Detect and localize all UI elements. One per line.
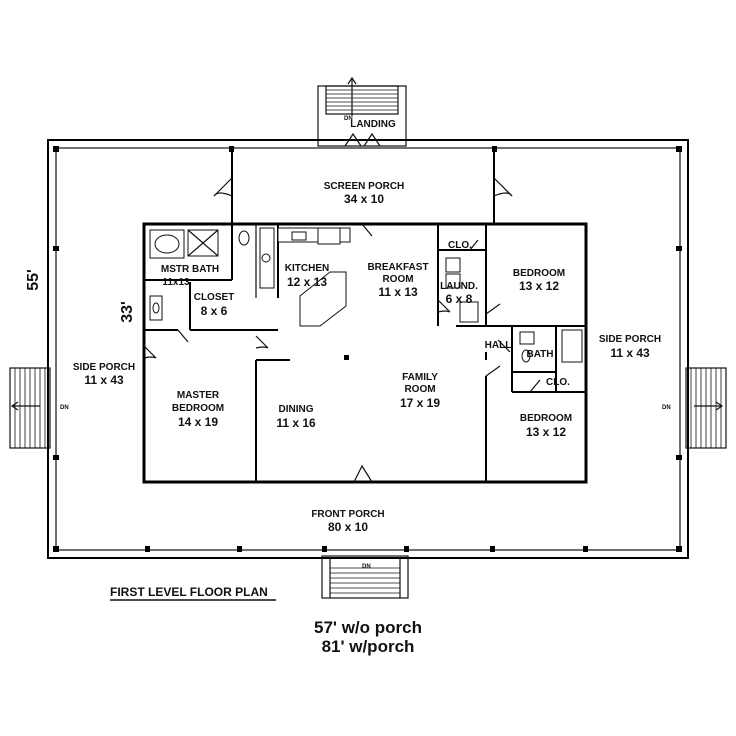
side-porch-left-label: SIDE PORCH [73,362,135,373]
clo-top-label: CLO. [448,240,472,251]
front-porch-size: 80 x 10 [328,520,368,534]
laundry-size: 6 x 8 [446,292,473,306]
breakfast-label-1: BREAKFAST [367,262,428,273]
house-walls [142,222,588,484]
room-labels: DN LANDING SCREEN PORCH 34 x 10 MSTR BAT… [60,116,671,570]
master-bedroom-label-2: BEDROOM [172,403,224,414]
family-room-size: 17 x 19 [400,396,440,410]
overall-depth: 55' [25,269,42,291]
bedroom-top-label: BEDROOM [513,268,565,279]
dimension-labels: 55' 33' 57' w/o porch 81' w/porch [25,269,422,656]
kitchen-size: 12 x 13 [287,275,327,289]
width-no-porch: 57' w/o porch [314,618,422,637]
side-porch-left-size: 11 x 43 [84,373,124,387]
fixtures [149,227,583,363]
doors [143,223,541,483]
house-depth: 33' [119,301,136,323]
front-stairs [321,555,409,599]
plan-title: FIRST LEVEL FLOOR PLAN [110,585,268,599]
screen-porch-label: SCREEN PORCH [324,181,405,192]
hall-label: HALL [485,340,512,351]
kitchen-label: KITCHEN [285,263,329,274]
width-with-porch: 81' w/porch [322,637,415,656]
front-porch-label: FRONT PORCH [311,509,384,520]
stair-dn-front: DN [362,564,371,570]
bath-label: BATH [526,349,553,360]
screen-porch-size: 34 x 10 [344,192,384,206]
stair-dn-rear: DN [344,116,353,122]
right-stairs [685,367,727,449]
master-bedroom-label-1: MASTER [177,390,220,401]
bedroom-top-size: 13 x 12 [519,279,559,293]
bedroom-bottom-label: BEDROOM [520,413,572,424]
closet-size: 8 x 6 [201,304,228,318]
mstr-bath-label: MSTR BATH [161,264,219,275]
breakfast-size: 11 x 13 [378,285,418,299]
side-porch-right-size: 11 x 43 [610,346,650,360]
left-stairs [9,367,51,449]
mstr-bath-size: 11x13 [162,277,190,288]
interior-walls [144,224,586,482]
bedroom-bottom-size: 13 x 12 [526,425,566,439]
screen-porch-walls [213,150,513,225]
plan-title-group: FIRST LEVEL FLOOR PLAN [110,585,276,601]
stair-dn-left: DN [60,405,69,411]
closet-label: CLOSET [194,292,235,303]
rear-stairs [317,76,407,147]
stair-dn-right: DN [662,405,671,411]
family-room-label-2: ROOM [404,384,435,395]
laundry-label: LAUND. [440,281,478,292]
dining-size: 11 x 16 [276,416,316,430]
landing-label: LANDING [350,119,396,130]
clo-bottom-label: CLO. [546,377,570,388]
family-room-label-1: FAMILY [402,372,438,383]
side-porch-right-label: SIDE PORCH [599,334,661,345]
dining-label: DINING [279,404,314,415]
master-bedroom-size: 14 x 19 [178,415,218,429]
breakfast-label-2: ROOM [382,274,413,285]
